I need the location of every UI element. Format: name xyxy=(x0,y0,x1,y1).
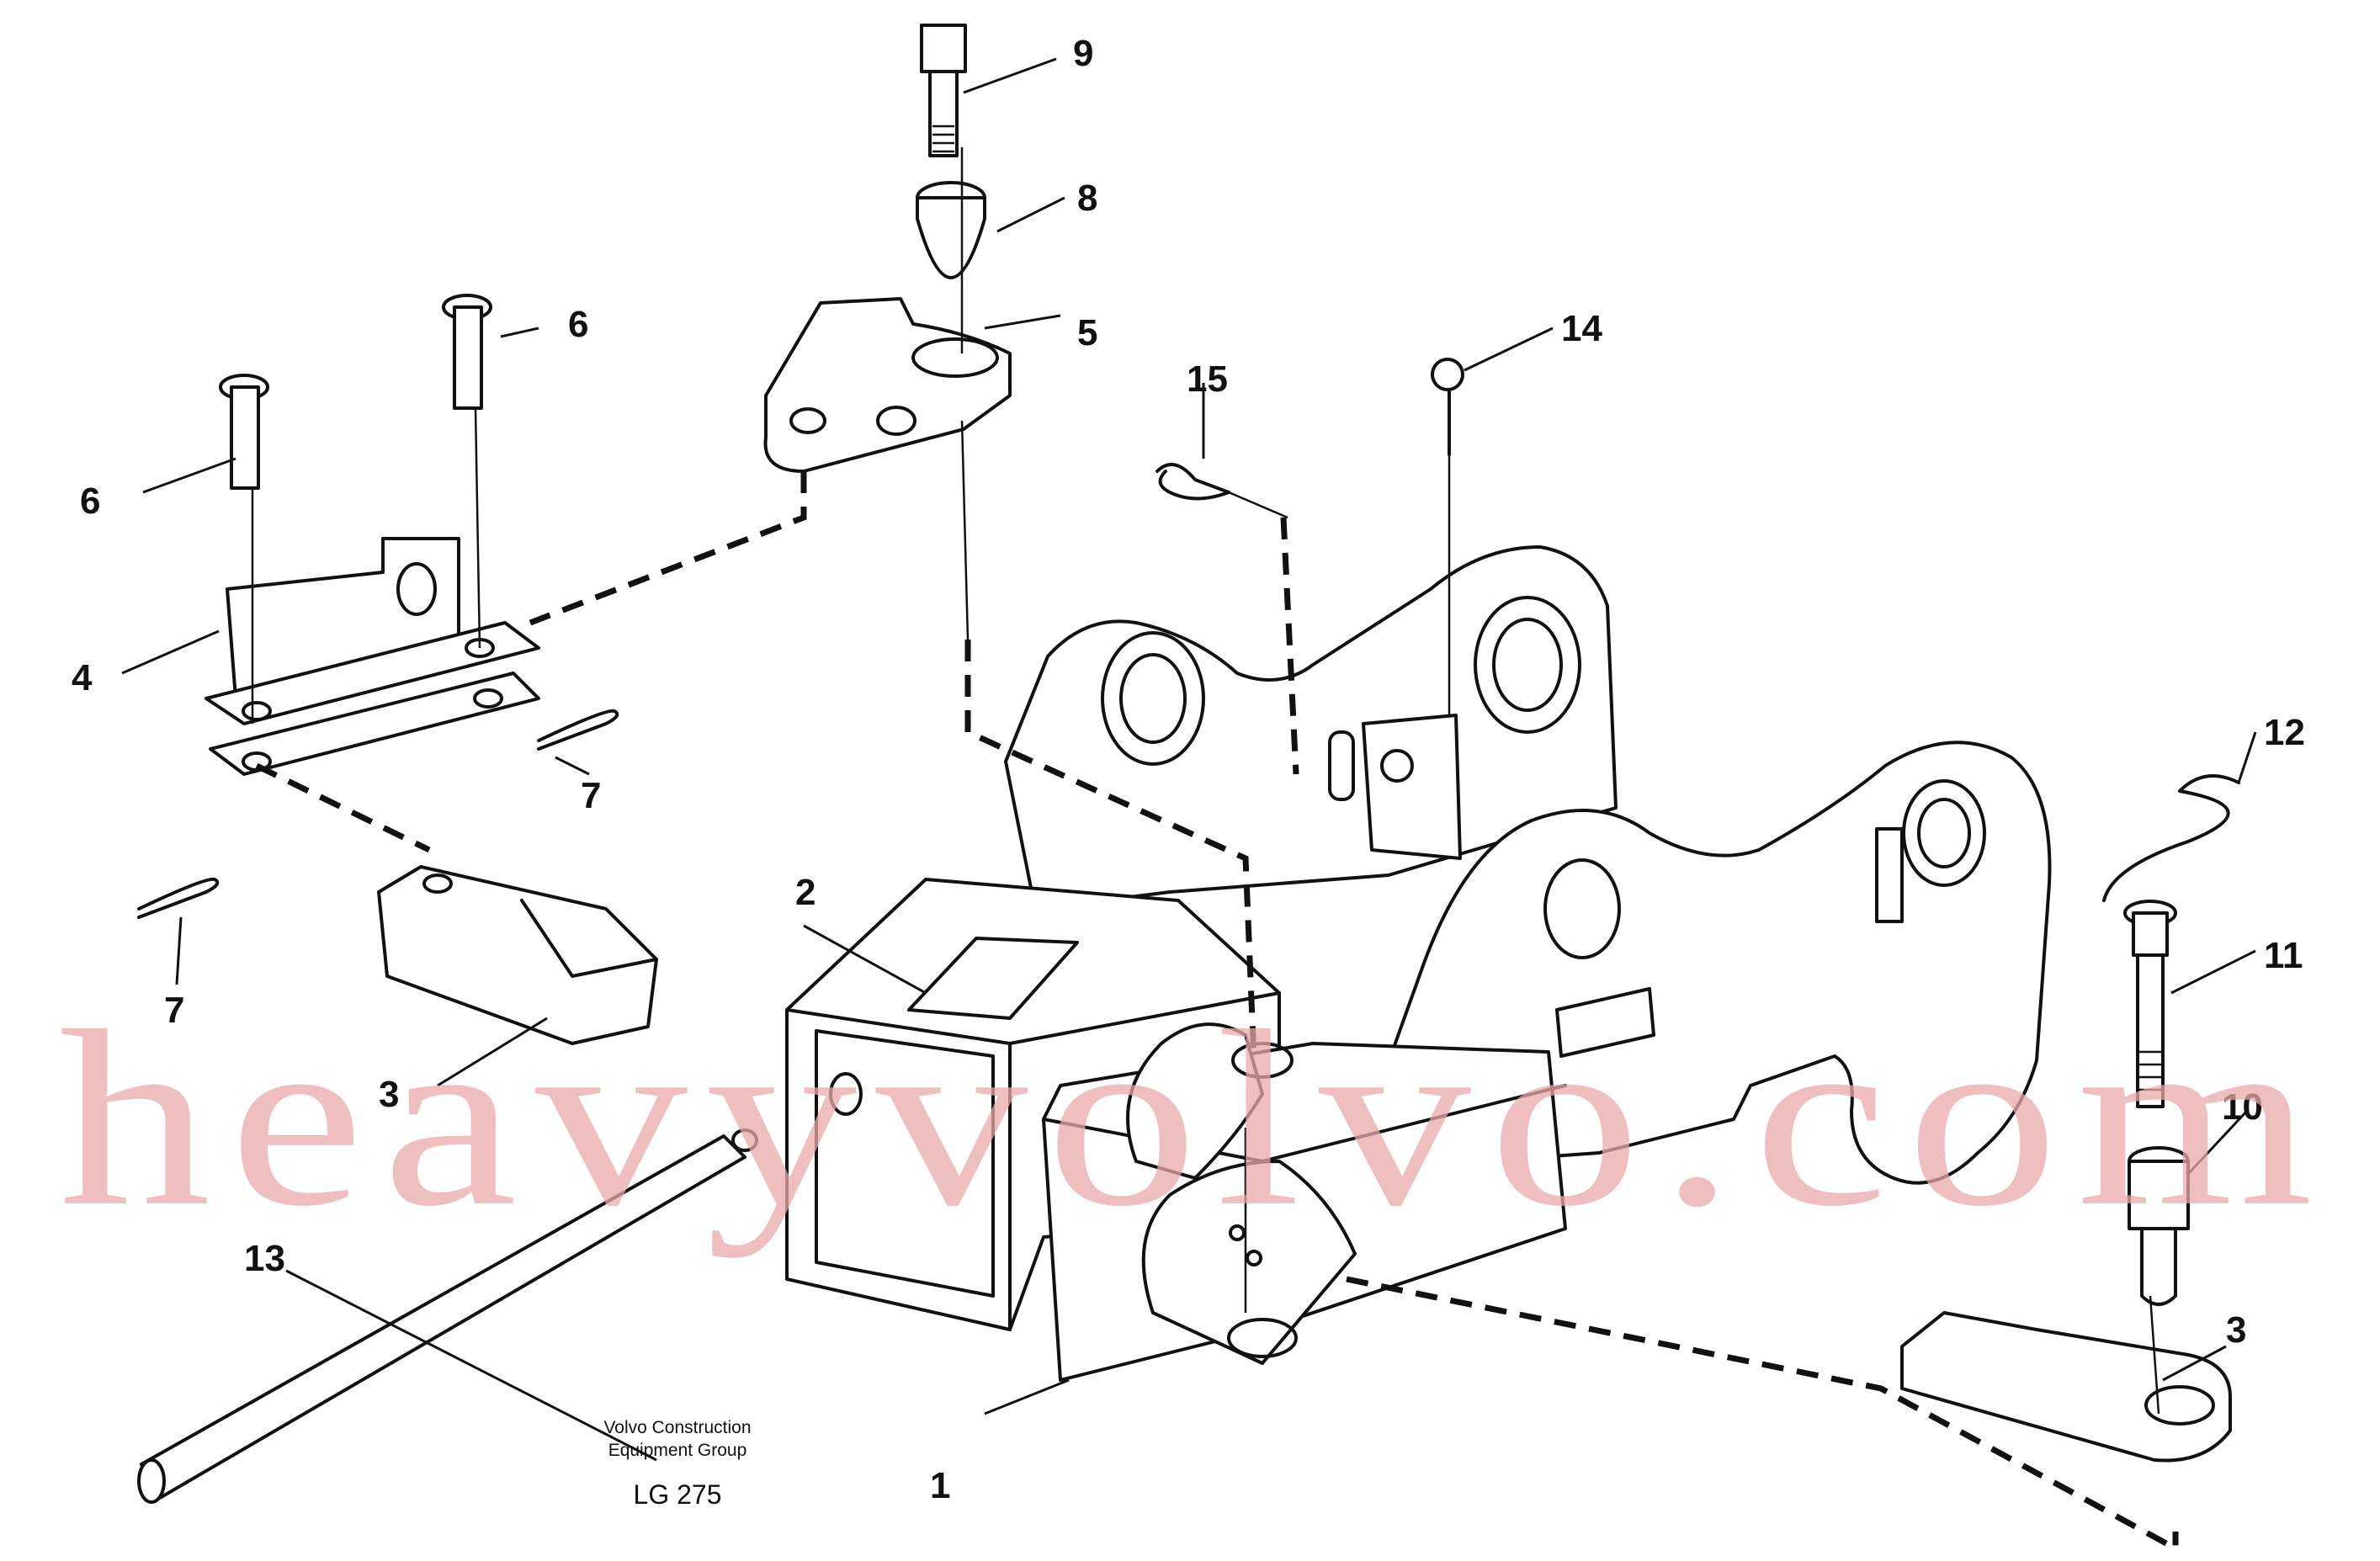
callout-4: 4 xyxy=(72,657,93,698)
drawing-number: LG 275 xyxy=(634,1479,722,1510)
callout-12: 12 xyxy=(2264,712,2305,753)
ring-pin-14 xyxy=(1431,358,1464,456)
callout-11: 11 xyxy=(2264,935,2303,976)
callout-8: 8 xyxy=(1077,178,1097,219)
callout-5: 5 xyxy=(1077,312,1097,353)
callout-6-left: 6 xyxy=(80,481,100,522)
bushing-10 xyxy=(2128,1146,2190,1306)
assembly-lines xyxy=(251,147,2179,1553)
pin-6-left xyxy=(219,374,269,490)
callout-7-right: 7 xyxy=(581,775,601,816)
bolt-11 xyxy=(2123,900,2177,1108)
spring-clip-15 xyxy=(1155,463,1230,501)
caption-line-1: Volvo Construction xyxy=(603,1418,751,1437)
callout-13: 13 xyxy=(244,1238,285,1279)
nut-8 xyxy=(916,181,986,279)
bolt-9 xyxy=(920,24,967,157)
callout-labels: 1 2 3 3 4 5 6 6 7 7 8 9 10 11 12 13 14 1… xyxy=(72,33,2305,1506)
rod-13 xyxy=(137,1128,758,1504)
cotter-pin-7-right xyxy=(537,709,619,751)
callout-3-left: 3 xyxy=(379,1074,399,1115)
watermark: heavyvolvo.com xyxy=(59,979,2331,1259)
callout-3-right: 3 xyxy=(2226,1309,2246,1351)
callout-7-left: 7 xyxy=(164,990,184,1031)
callout-14: 14 xyxy=(1561,308,1602,349)
callout-1: 1 xyxy=(930,1465,950,1506)
callout-6-right: 6 xyxy=(568,304,588,345)
caption-line-2: Equipment Group xyxy=(608,1441,747,1460)
block-3-left xyxy=(377,865,658,1045)
callout-2: 2 xyxy=(795,872,815,913)
cotter-pin-7-left xyxy=(137,877,220,919)
callout-9: 9 xyxy=(1073,33,1093,74)
leader-lines xyxy=(121,57,2257,1462)
pin-6-right xyxy=(442,294,492,410)
block-3-right xyxy=(1900,1311,2232,1463)
bracket-4 xyxy=(205,537,540,776)
drawing-caption: Volvo Construction Equipment Group LG 27… xyxy=(603,1418,751,1510)
top-mounting-plate xyxy=(763,297,1012,473)
callout-10: 10 xyxy=(2222,1086,2263,1128)
lock-plate xyxy=(1328,714,1462,860)
callout-15: 15 xyxy=(1187,358,1228,400)
wire-12 xyxy=(2102,774,2240,902)
